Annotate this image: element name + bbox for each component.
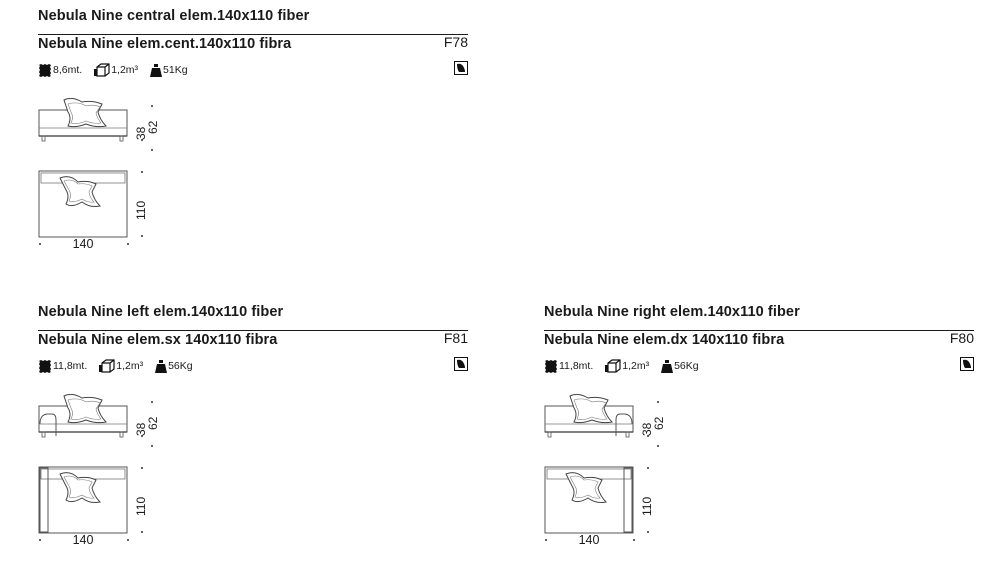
sofa-top-view — [38, 170, 128, 238]
removable-cover-icon — [960, 357, 974, 371]
spec-weight-value: 56Kg — [168, 360, 193, 372]
dimension-width: 140 — [72, 533, 94, 547]
package-volume-icon — [605, 359, 621, 373]
spec-weight-value: 56Kg — [674, 360, 699, 372]
dimension-width: 140 — [578, 533, 600, 547]
spec-fabric: 11,8mt. — [38, 359, 88, 373]
spec-fabric-value: 8,6mt. — [53, 64, 83, 76]
weight-icon — [150, 64, 163, 77]
product-code: F78 — [443, 34, 468, 50]
sofa-top-view — [544, 466, 634, 534]
product-block-central: Nebula Nine central elem.140x110 fiber N… — [38, 6, 468, 268]
sofa-top-view — [38, 466, 128, 534]
dimension-depth: 110 — [640, 496, 654, 516]
weight-icon — [155, 360, 168, 373]
spec-volume: 1,2m³ — [99, 359, 143, 373]
dimension-depth: 110 — [134, 200, 148, 220]
product-title-italian: Nebula Nine elem.cent.140x110 fibra — [38, 34, 468, 56]
dimension-width: 140 — [72, 237, 94, 251]
dimension-depth: 110 — [134, 496, 148, 516]
sofa-side-view — [38, 98, 128, 142]
removable-cover-icon — [454, 61, 468, 75]
spec-volume-value: 1,2m³ — [116, 360, 144, 372]
fabric-length-icon — [39, 63, 51, 77]
dimension-marks — [545, 401, 659, 541]
spec-fabric: 11,8mt. — [544, 359, 594, 373]
package-volume-icon — [99, 359, 115, 373]
spec-volume-value: 1,2m³ — [111, 64, 139, 76]
weight-icon — [661, 360, 674, 373]
dimension-marks — [39, 105, 153, 245]
fabric-length-icon — [39, 359, 51, 373]
product-specs: 11,8mt. 1,2m³ 56Kg — [38, 358, 205, 374]
spec-volume: 1,2m³ — [94, 63, 138, 77]
spec-fabric-value: 11,8mt. — [53, 360, 88, 372]
product-code: F81 — [443, 330, 468, 346]
removable-cover-icon — [454, 357, 468, 371]
product-code: F80 — [949, 330, 974, 346]
package-volume-icon — [94, 63, 110, 77]
spec-volume-value: 1,2m³ — [622, 360, 650, 372]
product-specs: 11,8mt. 1,2m³ 56Kg — [544, 358, 711, 374]
product-block-left: Nebula Nine left elem.140x110 fiber Nebu… — [38, 302, 468, 564]
dimension-marks — [39, 401, 153, 541]
product-title-english: Nebula Nine central elem.140x110 fiber — [38, 8, 310, 24]
spec-weight-value: 51Kg — [163, 64, 188, 76]
product-title-italian: Nebula Nine elem.sx 140x110 fibra — [38, 330, 468, 352]
fabric-length-icon — [545, 359, 557, 373]
sofa-side-view — [544, 394, 634, 438]
product-block-right: Nebula Nine right elem.140x110 fiber Neb… — [544, 302, 974, 564]
spec-weight: 56Kg — [661, 359, 699, 373]
product-title-english: Nebula Nine left elem.140x110 fiber — [38, 304, 284, 320]
sofa-side-view — [38, 394, 128, 438]
spec-weight: 56Kg — [155, 359, 193, 373]
product-specs: 8,6mt. 1,2m³ 51Kg — [38, 62, 200, 78]
spec-fabric: 8,6mt. — [38, 63, 83, 77]
spec-weight: 51Kg — [150, 63, 188, 77]
product-title-italian: Nebula Nine elem.dx 140x110 fibra — [544, 330, 974, 352]
spec-fabric-value: 11,8mt. — [559, 360, 594, 372]
product-title-english: Nebula Nine right elem.140x110 fiber — [544, 304, 800, 320]
spec-volume: 1,2m³ — [605, 359, 649, 373]
